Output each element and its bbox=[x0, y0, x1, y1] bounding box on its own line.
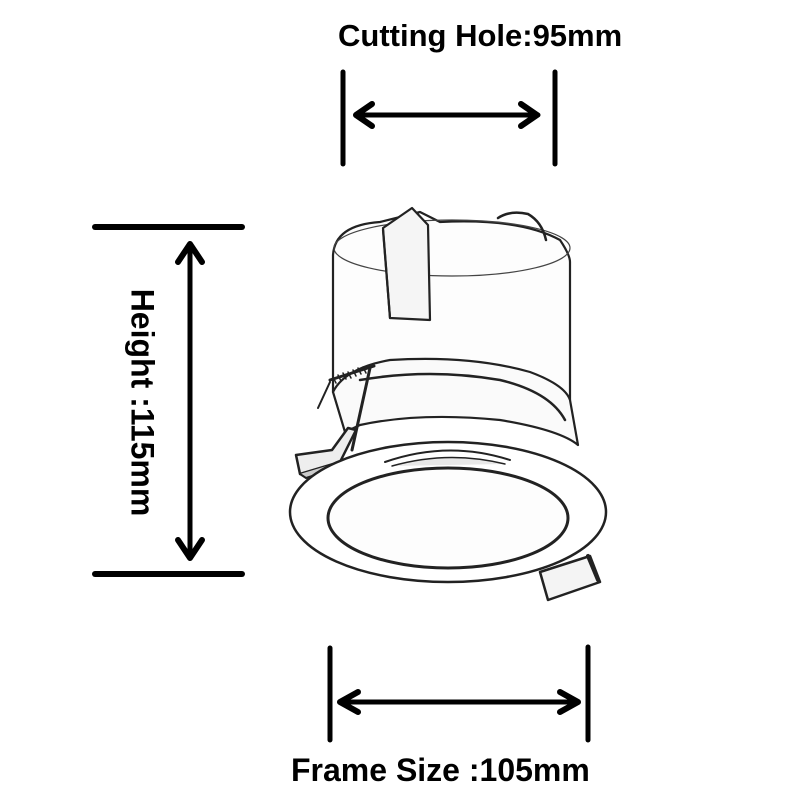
height-label: Height :115mm bbox=[124, 288, 161, 516]
height-dimension bbox=[92, 224, 245, 577]
frame-size-label: Frame Size :105mm bbox=[291, 752, 590, 788]
arrow-left-icon bbox=[353, 101, 375, 129]
arrow-right-icon bbox=[557, 689, 581, 715]
arrow-left-icon bbox=[337, 689, 361, 715]
arrow-down-icon bbox=[175, 537, 205, 561]
arrow-right-icon bbox=[518, 101, 540, 129]
cutting-hole-dimension bbox=[340, 69, 558, 167]
arrow-up-icon bbox=[175, 241, 205, 265]
downlight-illustration bbox=[288, 206, 608, 602]
frame-size-dimension bbox=[327, 644, 591, 743]
cutting-hole-label: Cutting Hole:95mm bbox=[338, 18, 623, 53]
